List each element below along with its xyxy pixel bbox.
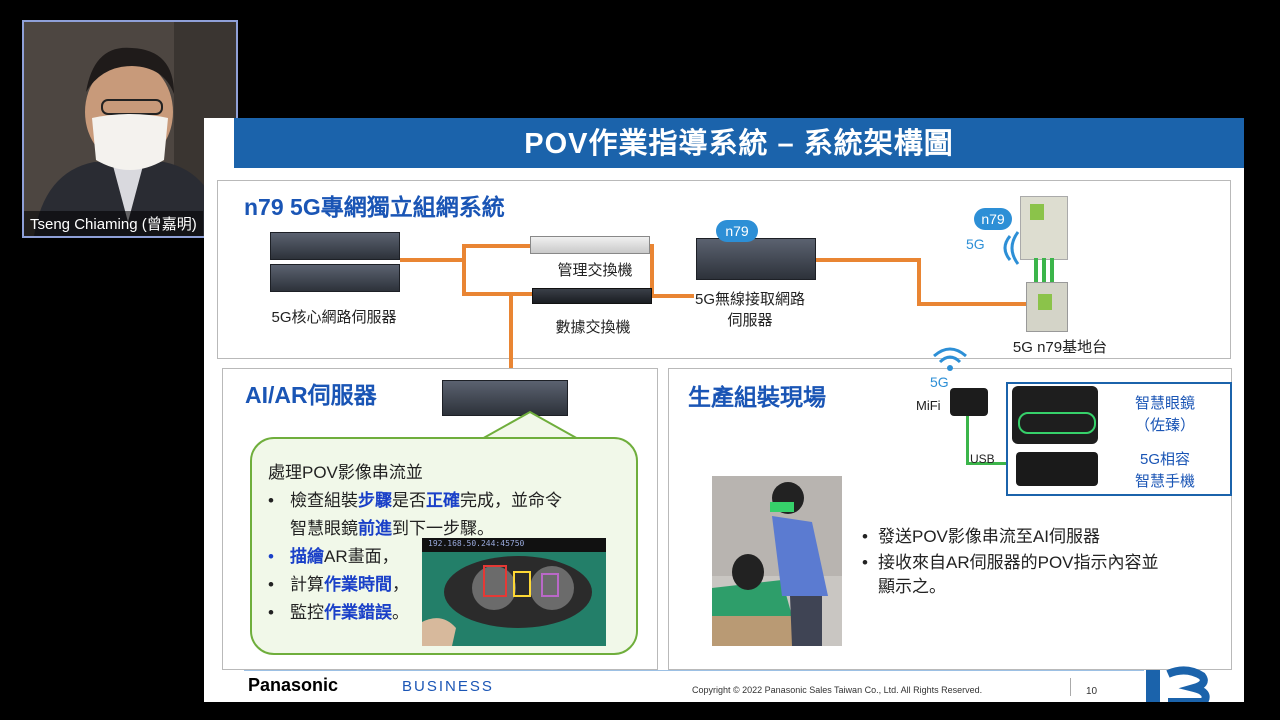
- link-to-data-switch: [462, 292, 534, 296]
- corner-logo-icon: [1146, 666, 1210, 702]
- ar-view-image: [422, 552, 606, 646]
- link-ran-to-bs-v: [917, 258, 921, 306]
- antenna-cable-2: [1042, 258, 1046, 284]
- participant-video-tile[interactable]: Tseng Chiaming (曾嘉明): [22, 20, 238, 238]
- base-station-antenna: [1020, 196, 1068, 260]
- ar-view-topbar: [422, 538, 606, 552]
- b1-line2-em: 前進: [358, 519, 392, 538]
- usb-cable-h: [966, 462, 1016, 465]
- b3-pre: 計算: [290, 575, 324, 594]
- antenna-cable-3: [1050, 258, 1054, 284]
- site-bullet-2: •接收來自AR伺服器的POV指示內容並: [862, 553, 1159, 572]
- footer-separator: [1070, 678, 1071, 696]
- ar-view-screenshot: 192.168.50.244:45750: [422, 538, 606, 646]
- business-logo: BUSINESS: [402, 678, 494, 695]
- link-switch-to-ran: [650, 294, 694, 298]
- base-station-logo: [1038, 294, 1052, 310]
- b1-line2-pre: 智慧眼鏡: [290, 519, 358, 538]
- worker-photo: [712, 476, 842, 646]
- bs-signal-icon: [1003, 231, 1020, 265]
- slide-title: POV作業指導系統 – 系統架構圖: [524, 128, 954, 160]
- site-bullet-1: •發送POV影像串流至AI伺服器: [862, 527, 1100, 546]
- mifi-label: MiFi: [916, 398, 941, 413]
- ar-view-ip: 192.168.50.244:45750: [428, 539, 525, 548]
- mifi-5g-label: 5G: [930, 374, 949, 390]
- usb-label: USB: [970, 452, 995, 466]
- b4-em: 作業錯誤: [324, 603, 392, 622]
- link-switch-right-vertical: [650, 244, 654, 298]
- network-system-heading: n79 5G專網獨立組網系統: [244, 194, 505, 220]
- smart-glasses-highlight: [1018, 412, 1096, 434]
- core-server-label: 5G核心網路伺服器: [271, 309, 397, 326]
- smartphone-label-1: 5G相容: [1139, 451, 1190, 468]
- callout-bullet-1: •檢查組裝步驟是否正確完成，並命令: [268, 491, 562, 510]
- management-switch-label: 管理交換機: [557, 262, 633, 279]
- core-server-unit-2: [270, 264, 400, 292]
- callout-tail-mask: [268, 440, 608, 450]
- callout-bullet-3: •計算作業時間，: [268, 575, 409, 594]
- link-ran-to-bs-h: [815, 258, 921, 262]
- smartphone-label-2: 智慧手機: [1134, 473, 1195, 490]
- ran-server-label-2: 伺服器: [727, 312, 773, 329]
- ai-ar-server-heading: AI/AR伺服器: [245, 382, 377, 408]
- b1-mid: 是否: [392, 491, 426, 510]
- footer-divider: [244, 670, 1144, 671]
- b4-post: 。: [392, 603, 409, 622]
- b2-post: AR畫面，: [324, 547, 399, 566]
- site-bullet-2-line2: 顯示之。: [878, 577, 946, 596]
- callout-pointer: [479, 410, 581, 441]
- callout-bullet-1-line2: 智慧眼鏡前進到下一步驟。: [290, 514, 494, 539]
- link-to-base-station: [917, 302, 1029, 306]
- data-switch-label: 數據交換機: [555, 319, 631, 336]
- core-server-unit-1: [270, 232, 400, 260]
- participant-name: Tseng Chiaming (曾嘉明): [24, 211, 203, 236]
- antenna-cable-1: [1034, 258, 1038, 284]
- bs-n79-badge: n79: [974, 208, 1012, 230]
- b2-em: 描繪: [290, 547, 324, 566]
- b1-pre: 檢查組裝: [290, 491, 358, 510]
- ai-ar-server: [442, 380, 568, 416]
- link-core-to-bus: [400, 258, 466, 262]
- page-number: 10: [1086, 686, 1098, 697]
- site-bullet-1-text: 發送POV影像串流至AI伺服器: [878, 527, 1100, 546]
- b1-post: 完成，並命令: [460, 491, 562, 510]
- management-switch: [530, 236, 650, 254]
- base-station-label: 5G n79基地台: [1012, 339, 1108, 356]
- link-bus-vertical: [462, 244, 466, 296]
- site-bullet-2-text: 接收來自AR伺服器的POV指示內容並: [878, 553, 1159, 572]
- antenna-logo: [1030, 204, 1044, 220]
- callout-bullet-2: •描繪AR畫面，: [268, 547, 399, 566]
- b3-post: ，: [392, 575, 409, 594]
- assembly-site-heading: 生產組裝現場: [688, 384, 826, 410]
- smart-glasses-label-2: （佐臻）: [1134, 417, 1195, 434]
- copyright-text: Copyright © 2022 Panasonic Sales Taiwan …: [692, 685, 983, 695]
- callout-bullet-4: •監控作業錯誤。: [268, 603, 409, 622]
- callout-title: 處理POV影像串流並: [268, 463, 423, 482]
- b4-pre: 監控: [290, 603, 324, 622]
- ran-server: [696, 238, 816, 280]
- b3-em: 作業時間: [324, 575, 392, 594]
- b1-em-1: 步驟: [358, 491, 392, 510]
- b1-em-2: 正確: [426, 491, 460, 510]
- bs-5g-label: 5G: [966, 236, 985, 252]
- link-to-ai-server: [509, 292, 513, 376]
- link-to-mgmt-switch: [462, 244, 532, 248]
- usb-cable-v: [966, 416, 969, 464]
- ran-n79-badge: n79: [716, 220, 758, 242]
- panasonic-logo: Panasonic: [248, 675, 339, 695]
- mifi-device: [950, 388, 988, 416]
- ran-server-label-1: 5G無線接取網路: [694, 291, 805, 308]
- participant-video-image: [24, 22, 236, 236]
- data-switch: [532, 288, 652, 304]
- smart-glasses-label-1: 智慧眼鏡: [1134, 395, 1195, 412]
- wifi-icon: [933, 347, 967, 371]
- slide-title-bar: [234, 118, 1244, 168]
- b1-line2-post: 到下一步驟。: [392, 519, 494, 538]
- smartphone-image: [1016, 452, 1098, 486]
